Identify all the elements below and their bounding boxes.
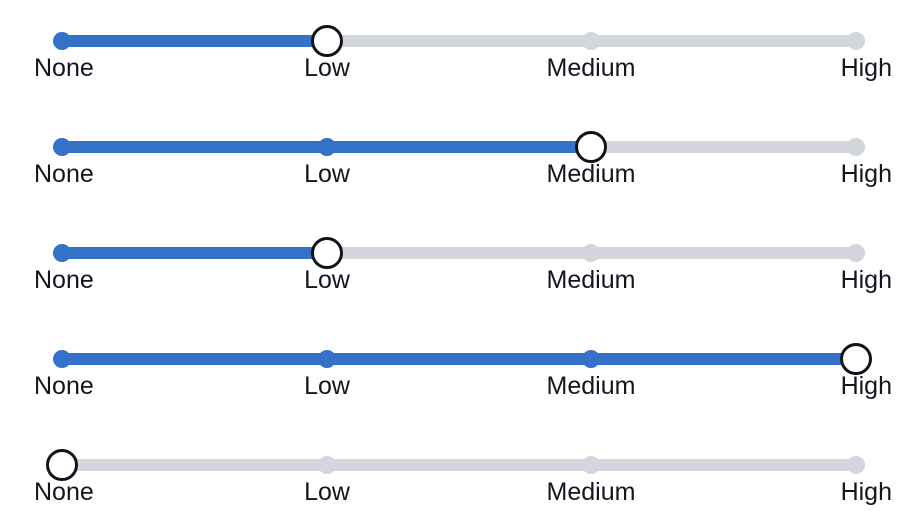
slider-row[interactable]: None Low Medium High: [0, 212, 914, 318]
slider-tick-medium[interactable]: [582, 244, 600, 262]
slider-label-none[interactable]: None: [34, 160, 94, 188]
slider-label-medium[interactable]: Medium: [546, 160, 636, 188]
slider-label-high[interactable]: High: [840, 54, 892, 82]
slider-tick-none[interactable]: [53, 138, 71, 156]
slider-fill: [62, 35, 327, 47]
slider-label-high[interactable]: High: [840, 160, 892, 188]
slider-row[interactable]: None Low Medium High: [0, 106, 914, 212]
slider-handle[interactable]: [311, 25, 343, 57]
slider-label-high[interactable]: High: [840, 478, 892, 506]
slider-row[interactable]: None Low Medium High: [0, 0, 914, 106]
slider-track-area[interactable]: [0, 106, 914, 163]
slider-label-low[interactable]: Low: [304, 478, 350, 506]
slider-label-medium[interactable]: Medium: [546, 54, 636, 82]
slider-labels: None Low Medium High: [0, 52, 914, 92]
slider-label-low[interactable]: Low: [304, 372, 350, 400]
slider-fill: [62, 247, 327, 259]
slider-label-medium[interactable]: Medium: [546, 372, 636, 400]
slider-tick-high[interactable]: [847, 32, 865, 50]
slider-label-medium[interactable]: Medium: [546, 478, 636, 506]
slider-label-low[interactable]: Low: [304, 160, 350, 188]
slider-label-none[interactable]: None: [34, 54, 94, 82]
slider-label-low[interactable]: Low: [304, 266, 350, 294]
slider-tick-low[interactable]: [318, 350, 336, 368]
slider-labels: None Low Medium High: [0, 264, 914, 304]
slider-tick-medium[interactable]: [582, 350, 600, 368]
slider-fill: [62, 353, 856, 365]
slider-label-none[interactable]: None: [34, 478, 94, 506]
slider-label-high[interactable]: High: [840, 266, 892, 294]
slider-handle[interactable]: [311, 237, 343, 269]
slider-label-high[interactable]: High: [840, 372, 892, 400]
slider-tick-none[interactable]: [53, 350, 71, 368]
slider-label-none[interactable]: None: [34, 266, 94, 294]
slider-tick-high[interactable]: [847, 244, 865, 262]
slider-label-none[interactable]: None: [34, 372, 94, 400]
slider-labels: None Low Medium High: [0, 158, 914, 198]
slider-tick-medium[interactable]: [582, 32, 600, 50]
slider-labels: None Low Medium High: [0, 370, 914, 410]
slider-handle[interactable]: [46, 449, 78, 481]
slider-track-area[interactable]: [0, 0, 914, 57]
slider-track[interactable]: [62, 459, 856, 471]
slider-label-low[interactable]: Low: [304, 54, 350, 82]
slider-tick-none[interactable]: [53, 32, 71, 50]
slider-tick-high[interactable]: [847, 456, 865, 474]
slider-row[interactable]: None Low Medium High: [0, 424, 914, 530]
slider-tick-none[interactable]: [53, 244, 71, 262]
slider-track-area[interactable]: [0, 424, 914, 481]
slider-tick-low[interactable]: [318, 138, 336, 156]
slider-tick-high[interactable]: [847, 138, 865, 156]
slider-handle[interactable]: [840, 343, 872, 375]
slider-tick-medium[interactable]: [582, 456, 600, 474]
slider-labels: None Low Medium High: [0, 476, 914, 516]
slider-tick-low[interactable]: [318, 456, 336, 474]
slider-handle[interactable]: [575, 131, 607, 163]
slider-row[interactable]: None Low Medium High: [0, 318, 914, 424]
slider-track-area[interactable]: [0, 318, 914, 375]
slider-label-medium[interactable]: Medium: [546, 266, 636, 294]
slider-track-area[interactable]: [0, 212, 914, 269]
